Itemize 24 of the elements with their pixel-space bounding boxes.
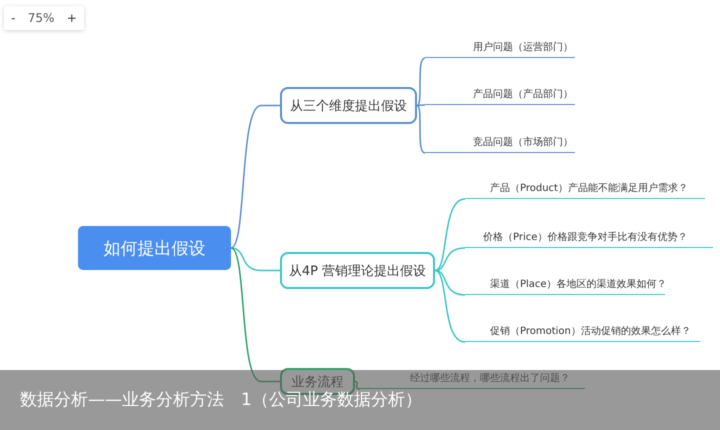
subtopic-text: 促销（Promotion）活动促销的效果怎么样？: [465, 324, 700, 342]
branch-line: [434, 270, 466, 296]
branch-line: [416, 104, 426, 154]
subtopic-text: 经过哪些流程，哪些流程出了问题？: [360, 371, 585, 389]
subtopic-text: 竞品问题（市场部门）: [425, 135, 575, 153]
subtopic-text: 产品问题（产品部门）: [425, 87, 575, 105]
zoom-out-button: -: [9, 11, 18, 25]
topic-box: 从三个维度提出假设: [280, 87, 417, 124]
root-topic-box: 如何提出假设: [78, 226, 231, 270]
topic-box: 从4P 营销理论提出假设: [280, 252, 435, 289]
zoom-in-button: +: [64, 11, 79, 25]
subtopic-text: 价格（Price）价格跟竞争对手比有没有优势？: [465, 230, 713, 248]
branch-line: [230, 247, 280, 272]
subtopic-text: 用户问题（运营部门）: [425, 40, 575, 58]
branch-line: [434, 198, 466, 272]
branch-line: [434, 247, 466, 272]
branch-line: [354, 380, 361, 390]
subtopic-text: 产品（Product）产品能不能满足用户需求？: [465, 181, 705, 199]
zoom-level-text: 75%: [28, 11, 54, 25]
branch-line: [230, 104, 280, 249]
branch-line: [416, 57, 426, 106]
subtopic-text: 渠道（Place）各地区的渠道效果如何？: [465, 277, 665, 295]
branch-line: [434, 270, 466, 343]
branch-line: [230, 247, 280, 382]
